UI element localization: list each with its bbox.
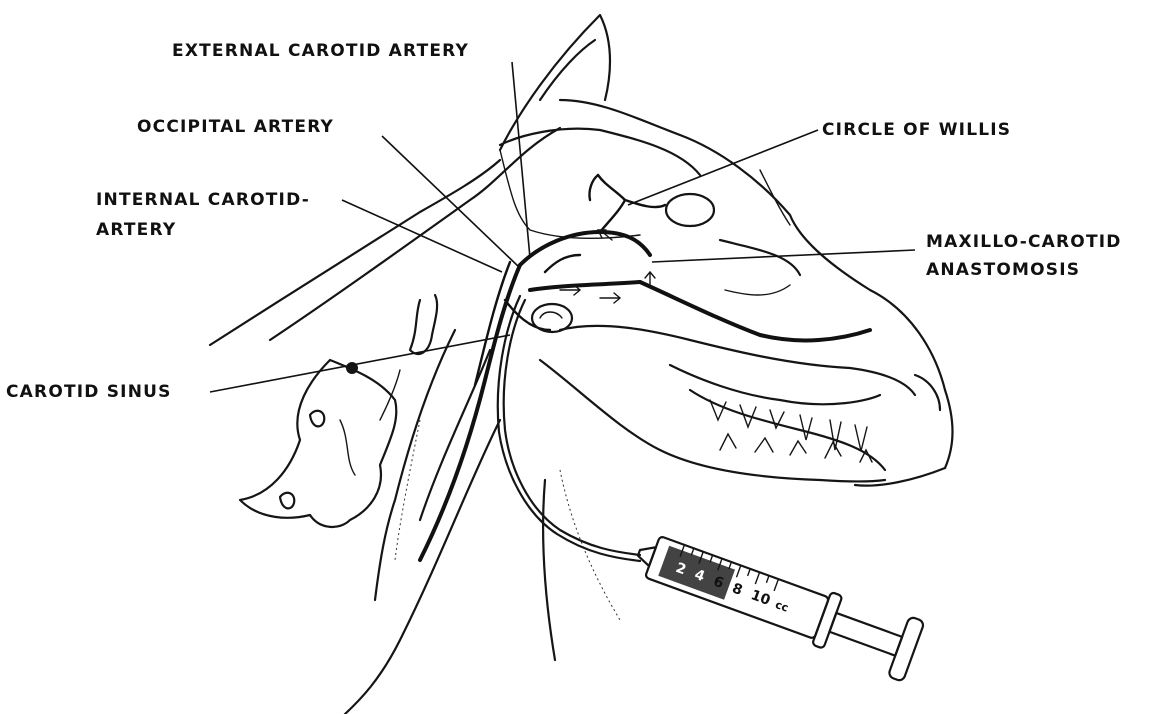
- leader-carotid-sinus: [210, 335, 510, 392]
- dissected-tissue: [240, 295, 437, 527]
- leader-external-carotid: [512, 62, 530, 258]
- label-internal-carotid-line2: ARTERY: [96, 219, 176, 241]
- label-maxillo-carotid-line2: ANASTOMOSIS: [926, 259, 1080, 281]
- syringe: 2 4 6 8 10 cc: [628, 522, 924, 682]
- label-carotid-sinus: CAROTID SINUS: [6, 381, 172, 403]
- jaw: [540, 326, 915, 482]
- label-circle-of-willis: CIRCLE OF WILLIS: [822, 119, 1011, 141]
- syringe-unit: cc: [773, 598, 790, 615]
- label-internal-carotid-line1: INTERNAL CAROTID-: [96, 189, 310, 211]
- catheter: [498, 296, 640, 561]
- label-occipital-artery: OCCIPITAL ARTERY: [137, 116, 334, 138]
- syringe-mark-8: 8: [730, 580, 745, 598]
- syringe-mark-10: 10: [749, 587, 773, 609]
- arteries: [420, 175, 870, 560]
- label-maxillo-carotid-line1: MAXILLO-CAROTID: [926, 231, 1122, 253]
- leader-lines: [210, 62, 915, 392]
- label-external-carotid-artery: EXTERNAL CAROTID ARTERY: [172, 40, 469, 62]
- leader-circle-of-willis: [628, 130, 818, 205]
- head-outline: [210, 128, 953, 486]
